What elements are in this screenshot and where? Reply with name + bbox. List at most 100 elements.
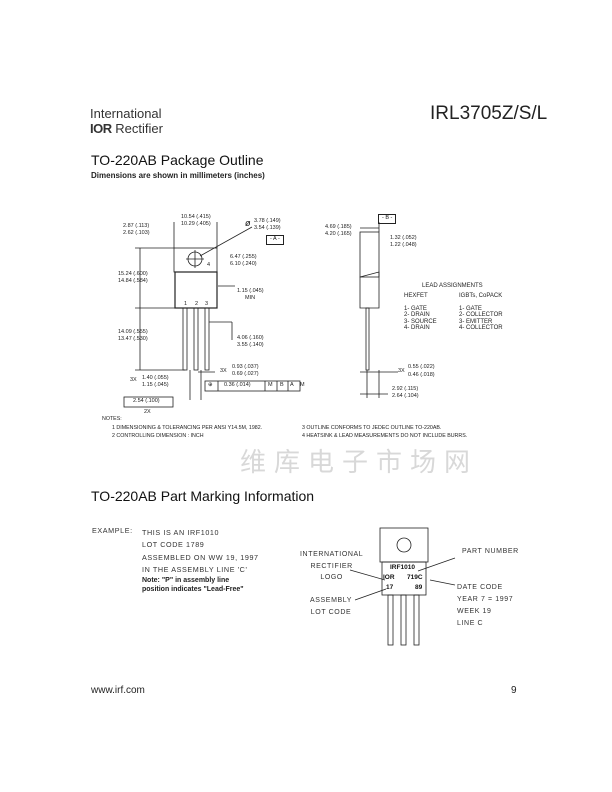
brand-logo-line2: IOR Rectifier [90, 122, 163, 135]
example-line: THIS IS AN IRF1010 [142, 528, 220, 537]
watermark: 维库电子市场网 [240, 448, 479, 478]
example-line: IN THE ASSEMBLY LINE 'C' [142, 564, 248, 574]
diameter-symbol: ø [245, 218, 251, 228]
hexfet-item: 4- DRAIN [404, 324, 430, 331]
callout-line: INTERNATIONAL [300, 551, 364, 558]
dim-lead-thk-max: 0.55 (.022) [408, 364, 435, 370]
ior-logo: IOR [90, 121, 112, 136]
igbt-item: 2- COLLECTOR [459, 312, 503, 319]
marking-title: TO-220AB Part Marking Information [91, 488, 315, 504]
dim-depth-max: 4.69 (.185) [325, 224, 352, 230]
lead-free-note: Note: "P" in assembly line position indi… [142, 576, 244, 594]
part-title: IRL3705Z/S/L [430, 103, 548, 124]
dim-lead-thk-min: 0.46 (.018) [408, 372, 435, 378]
tolerance-mmc-2: M [300, 382, 305, 388]
lead-assignments-title: LEAD ASSIGNMENTS [422, 283, 483, 289]
pin-1-label: 1 [184, 301, 188, 307]
dim-pitch-qty: 2X [144, 409, 151, 415]
dim-lead-gap-note: MIN [245, 295, 256, 301]
datum-a: - A - [266, 235, 284, 245]
outline-title: TO-220AB Package Outline [91, 152, 264, 168]
hexfet-item: 3- SOURCE [404, 318, 437, 325]
callout-part-number: PART NUMBER [462, 548, 519, 555]
hexfet-item: 2- DRAIN [404, 312, 430, 319]
dim-depth-min: 4.20 (.165) [325, 231, 352, 237]
dim-lead-thk-qty: 3X [398, 368, 405, 374]
notes-title: NOTES: [102, 416, 122, 422]
chip-date-code: 719C [407, 574, 423, 581]
tolerance-mmc-1: M [268, 382, 273, 388]
dim-pin-base-qty: 3X [130, 377, 137, 383]
callout-line: DATE CODE [457, 584, 503, 591]
tolerance-datum-a: A [290, 382, 294, 388]
note-item: 4 HEATSINK & LEAD MEASUREMENTS DO NOT IN… [302, 433, 468, 439]
chip-lot-2: 89 [415, 584, 423, 591]
dim-pin-width-max: 0.93 (.037) [232, 364, 259, 370]
igbt-item: 3- EMITTER [459, 318, 493, 325]
callout-lot-code: ASSEMBLY LOT CODE [310, 595, 352, 619]
note-line: position indicates "Lead-Free" [142, 586, 244, 593]
callout-line: YEAR 7 = 1997 [457, 596, 514, 603]
callout-line: LINE C [457, 620, 484, 627]
footer-url[interactable]: www.irf.com [91, 685, 145, 696]
chip-logo: IOR [383, 574, 395, 581]
dim-pin-base-max: 1.40 (.055) [142, 375, 169, 381]
dim-height-min: 14.84 (.584) [118, 278, 148, 284]
dim-pitch: 2.54 (.100) [133, 398, 160, 404]
callout-line: LOT CODE [310, 609, 352, 616]
dim-tab-min: 6.10 (.240) [230, 261, 257, 267]
callout-line: WEEK 19 [457, 608, 492, 615]
pin-4-label: 4 [207, 262, 211, 268]
dim-tab-thk-min: 1.22 (.048) [390, 242, 417, 248]
note-item: 2 CONTROLLING DIMENSION : INCH [112, 433, 204, 439]
dim-offset-max: 2.92 (.115) [392, 386, 419, 392]
dim-width-max: 10.54 (.415) [181, 214, 211, 220]
dim-lead-length-min: 13.47 (.530) [118, 336, 148, 342]
dim-hole-min: 3.54 (.139) [254, 225, 281, 231]
dim-pin-base-min: 1.15 (.045) [142, 382, 169, 388]
page-number: 9 [511, 685, 517, 696]
pin-2-label: 2 [195, 301, 199, 307]
dim-offset-min: 2.64 (.104) [392, 393, 419, 399]
hexfet-item: 1- GATE [404, 306, 427, 312]
igbt-list: 1- GATE 2- COLLECTOR 3- EMITTER 4- COLLE… [459, 306, 503, 331]
callout-logo: INTERNATIONAL RECTIFIER LOGO [300, 549, 363, 584]
dim-tab-max: 6.47 (.255) [230, 254, 257, 260]
dim-lead-wide-min: 3.55 (.140) [237, 342, 264, 348]
dim-lead-length-max: 14.09 (.555) [118, 329, 148, 335]
chip-part-number: IRF1010 [390, 564, 415, 571]
brand-name: Rectifier [115, 121, 163, 136]
dim-lead-gap: 1.15 (.045) [237, 288, 264, 294]
pin-3-label: 3 [205, 301, 209, 307]
dim-width-min: 10.29 (.405) [181, 221, 211, 227]
hexfet-heading: HEXFET [404, 293, 428, 299]
outline-subtitle: Dimensions are shown in millimeters (inc… [91, 171, 265, 180]
callout-date-code: DATE CODE YEAR 7 = 1997 WEEK 19 LINE C [457, 582, 513, 630]
brand-logo-line1: International [90, 106, 162, 121]
tolerance-datum-b: B [280, 382, 284, 388]
callout-line: LOGO [320, 574, 343, 581]
dim-tab-thickness-min: 2.62 (.103) [123, 230, 150, 236]
dim-lead-wide-max: 4.06 (.160) [237, 335, 264, 341]
dim-pin-width-min: 0.69 (.027) [232, 371, 259, 377]
dim-tab-thickness-max: 2.87 (.113) [123, 223, 150, 229]
dim-height-max: 15.24 (.600) [118, 271, 148, 277]
note-item: 1 DIMENSIONING & TOLERANCING PER ANSI Y1… [112, 425, 263, 431]
example-line: LOT CODE 1789 [142, 540, 205, 550]
igbt-item: 4- COLLECTOR [459, 324, 503, 331]
igbt-heading: IGBTs, CoPACK [459, 293, 503, 299]
chip-lot-1: 17 [386, 584, 394, 591]
tolerance-value: 0.36 (.014) [224, 382, 251, 388]
note-line: Note: "P" in assembly line [142, 577, 230, 584]
example-label: EXAMPLE: [92, 526, 133, 535]
example-line: ASSEMBLED ON WW 19, 1997 [142, 552, 259, 562]
hexfet-list: 1- GATE 2- DRAIN 3- SOURCE 4- DRAIN [404, 306, 437, 331]
datum-b: - B - [378, 214, 397, 224]
callout-line: ASSEMBLY [310, 597, 353, 604]
dim-tab-thk-max: 1.32 (.052) [390, 235, 417, 241]
position-tolerance-icon: ⊕ [208, 382, 213, 388]
note-item: 3 OUTLINE CONFORMS TO JEDEC OUTLINE TO-2… [302, 425, 442, 431]
dim-hole-max: 3.78 (.149) [254, 218, 281, 224]
example-text: THIS IS AN IRF1010 LOT CODE 1789 ASSEMBL… [142, 527, 259, 576]
